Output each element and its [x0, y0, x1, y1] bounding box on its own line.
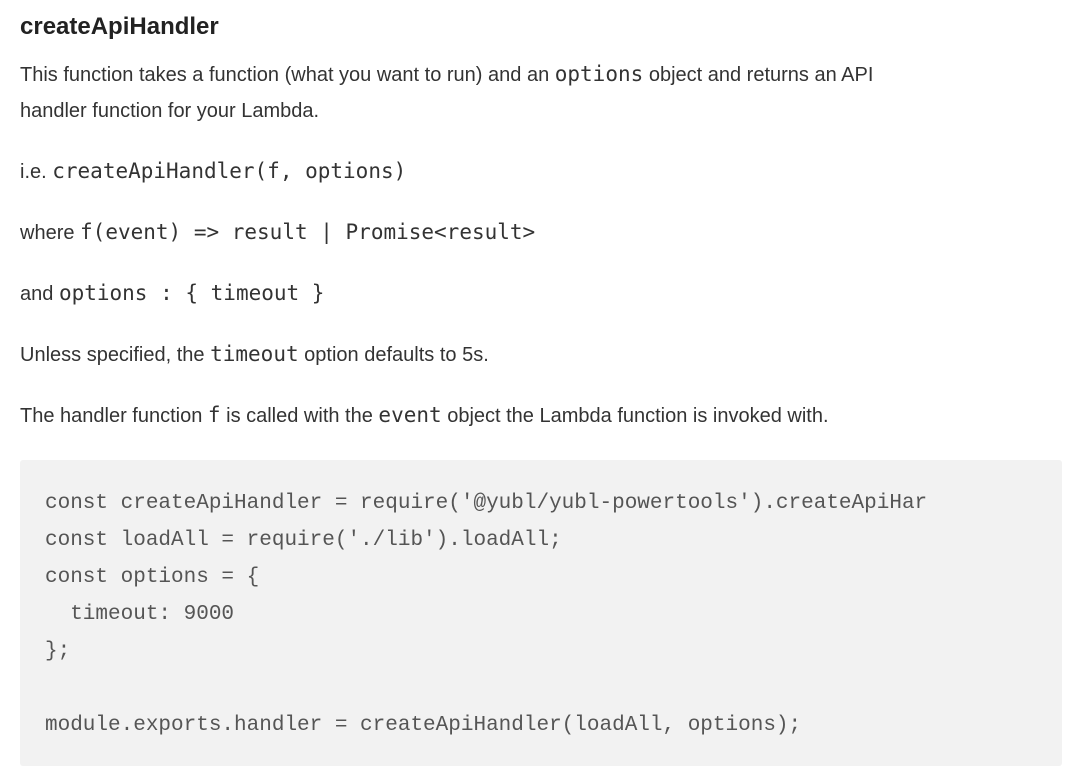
inline-code-options-type: options : { timeout } [58, 281, 325, 305]
code-content: const createApiHandler = require('@yubl/… [45, 485, 1062, 744]
code-line: module.exports.handler = createApiHandle… [45, 714, 802, 737]
inline-code-function-type: f(event) => result | Promise<result> [80, 220, 536, 244]
text-segment: and [20, 283, 59, 305]
text-segment: object and returns an API [643, 64, 874, 86]
inline-code-timeout: timeout [210, 342, 299, 366]
code-line-blank [45, 670, 1062, 707]
text-segment: handler function for your Lambda. [20, 100, 320, 122]
code-line: const options = { [45, 566, 260, 589]
text-segment: i.e. [20, 161, 53, 183]
code-line: const loadAll = require('./lib').loadAll… [45, 529, 562, 552]
timeout-paragraph: Unless specified, the timeout option def… [20, 336, 1062, 373]
code-line: const createApiHandler = require('@yubl/… [45, 492, 928, 515]
inline-code-event: event [378, 403, 442, 427]
signature-paragraph: i.e. createApiHandler(f, options) [20, 153, 1062, 190]
text-segment: This function takes a function (what you… [20, 64, 555, 86]
text-segment: Unless specified, the [20, 344, 211, 366]
options-paragraph: and options : { timeout } [20, 275, 1062, 312]
section-heading: createApiHandler [20, 13, 219, 40]
inline-code-signature: createApiHandler(f, options) [52, 159, 407, 183]
code-line: timeout: 9000 [45, 603, 235, 626]
function-paragraph: where f(event) => result | Promise<resul… [20, 214, 1062, 251]
handler-paragraph: The handler function f is called with th… [20, 397, 1062, 434]
inline-code-f: f [207, 403, 221, 427]
code-line: }; [45, 640, 71, 663]
text-segment: where [20, 222, 81, 244]
text-segment: The handler function [20, 405, 208, 427]
code-block[interactable]: const createApiHandler = require('@yubl/… [20, 460, 1062, 766]
text-segment: object the Lambda function is invoked wi… [441, 405, 829, 427]
intro-paragraph: This function takes a function (what you… [20, 56, 1062, 129]
text-segment: is called with the [220, 405, 379, 427]
text-segment: option defaults to 5s. [298, 344, 489, 366]
inline-code-options: options [554, 62, 644, 86]
